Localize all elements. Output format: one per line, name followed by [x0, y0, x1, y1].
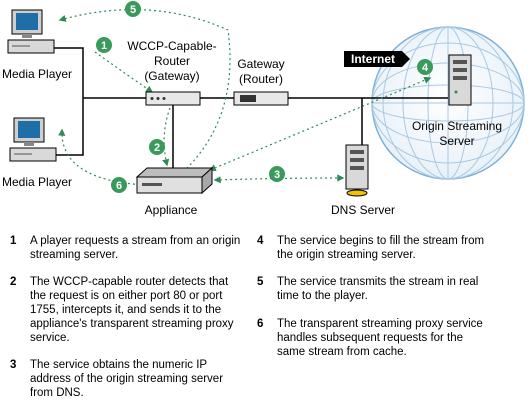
internet-label: Internet: [351, 52, 395, 66]
media-player-bottom-label: Media Player: [2, 175, 72, 189]
step-number: 6: [257, 318, 264, 330]
step-number: 2: [10, 276, 17, 288]
marker-6: 6: [111, 177, 127, 193]
step-text: A player requests a stream from an origi…: [30, 235, 241, 261]
marker-2: 2: [149, 139, 165, 155]
arrow-step-2: [162, 107, 171, 167]
marker-1: 1: [96, 37, 112, 53]
gateway-label-line1: Gateway: [237, 57, 284, 71]
appliance-label: Appliance: [145, 203, 198, 217]
wccp-router-device: [145, 91, 201, 106]
router-label-line2: Router: [154, 54, 190, 68]
appliance-device: [135, 166, 214, 195]
router-label-line1: WCCP-Capable-: [127, 39, 216, 53]
media-player-bottom-computer: [9, 117, 57, 162]
marker-3: 3: [269, 166, 285, 182]
step-text: The service transmits the stream in real…: [277, 276, 479, 302]
marker-4: 4: [417, 59, 433, 75]
step-text: The WCCP-capable router detects that the…: [30, 276, 234, 344]
origin-label-line2: Server: [439, 134, 474, 148]
origin-label-line1: Origin Streaming: [412, 119, 502, 133]
arrow-step-1: [94, 51, 154, 93]
media-player-top-label: Media Player: [2, 67, 72, 81]
svg-text:1: 1: [101, 40, 107, 52]
step-text: The service obtains the numeric IP addre…: [30, 359, 224, 399]
step-text: The transparent streaming proxy service …: [277, 318, 483, 358]
gateway-router-device: [233, 91, 289, 106]
arrow-step-5: [58, 8, 231, 176]
marker-5: 5: [125, 1, 141, 17]
step-number: 5: [257, 276, 264, 288]
step-list: 1 A player requests a stream from an ori…: [0, 230, 529, 415]
step-text: The service begins to fill the stream fr…: [277, 235, 485, 261]
svg-text:4: 4: [422, 62, 429, 74]
svg-text:2: 2: [154, 142, 160, 154]
internet-tag: Internet: [344, 51, 410, 67]
dns-label: DNS Server: [331, 203, 395, 217]
step-number: 1: [10, 235, 17, 247]
network-diagram: Media Player Media Player WCCP-Capable- …: [2, 1, 525, 217]
step-number: 4: [257, 235, 264, 247]
flow-arrows: [58, 8, 432, 186]
step-number: 3: [10, 359, 17, 371]
gateway-label-line2: (Router): [239, 72, 283, 86]
router-label-line3: (Gateway): [144, 69, 199, 83]
svg-text:5: 5: [130, 4, 136, 16]
dns-server-device: [345, 144, 369, 197]
svg-text:3: 3: [274, 169, 280, 181]
internet-globe: [371, 26, 525, 180]
arrow-step-6: [58, 128, 146, 186]
media-player-top-computer: [7, 9, 55, 54]
svg-text:6: 6: [116, 180, 122, 192]
arrow-step-4: [208, 76, 432, 172]
origin-server-device: [448, 54, 472, 106]
